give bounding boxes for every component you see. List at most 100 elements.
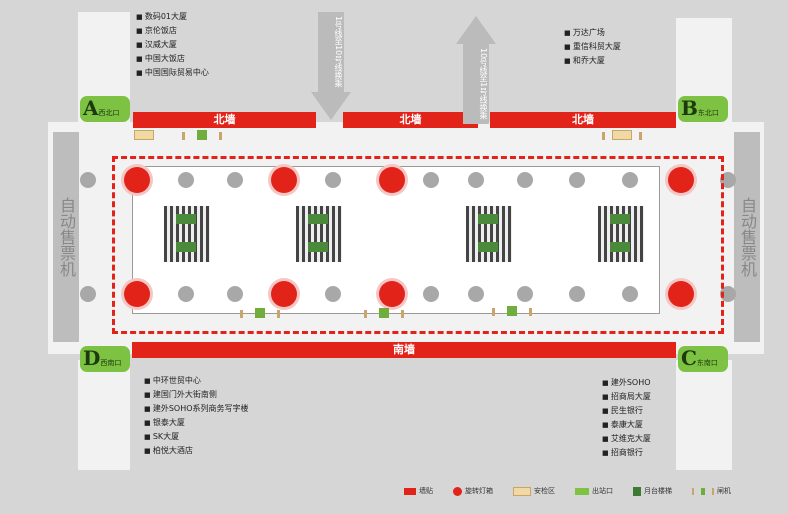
sw-column [78,360,130,470]
landmark: 民生银行 [602,404,651,418]
arrow-up-head-icon [456,16,496,44]
pillar [468,172,484,188]
landmark: 建外SOHO [602,376,651,390]
landmark: 建外SOHO系列商务写字楼 [144,402,249,416]
pillar [325,286,341,302]
exit-d[interactable]: D西南口 [80,346,130,372]
transfer-down-arrow: 1号线至10号线换乘 [318,12,344,92]
landmark: 建国门外大街南侧 [144,388,249,402]
exit-a-label: 西北口 [98,109,120,117]
rotating-lamp [379,167,405,193]
rotating-lamp [124,167,150,193]
platform-stair-icon [164,206,210,262]
landmark: SK大厦 [144,430,249,444]
pillar [227,172,243,188]
pillar [517,172,533,188]
legend-label: 月台楼梯 [644,487,672,495]
legend: 墙贴 旋转灯箱 安检区 出站口 月台楼梯 闸机 [404,486,731,496]
exit-b-letter: B [681,96,698,120]
sw-landmarks: 中环世贸中心建国门外大街南侧建外SOHO系列商务写字楼银泰大厦SK大厦柏悦大酒店 [144,374,249,458]
security-area-icon [134,130,154,140]
ticket-machine-right: 自动售票机 [734,132,760,342]
landmark: 数码01大厦 [136,10,209,24]
security-area-icon [612,130,632,140]
landmark: 汉威大厦 [136,38,209,52]
rotating-lamp [668,281,694,307]
lamp-swatch-icon [453,486,462,496]
legend-label: 出站口 [592,487,613,495]
legend-label: 旋转灯箱 [465,487,493,495]
highlight-dashed-box [112,156,724,334]
wall-swatch-icon [404,487,416,495]
landmark: 招商局大厦 [602,390,651,404]
landmark: 艾维克大厦 [602,432,651,446]
pillar [325,172,341,188]
platform-stair-icon [598,206,644,262]
north-wall-1: 北墙 [133,112,316,128]
ticket-machine-left: 自动售票机 [53,132,79,342]
exit-d-letter: D [83,346,101,370]
pillar [423,172,439,188]
platform-stair-icon [466,206,512,262]
pillar [517,286,533,302]
landmark: 招商银行 [602,446,651,460]
gate-icon [182,130,222,140]
rotating-lamp [271,281,297,307]
legend-label: 闸机 [717,487,731,495]
pillar [622,172,638,188]
landmark: 泰康大厦 [602,418,651,432]
rotating-lamp [379,281,405,307]
pillar [423,286,439,302]
landmark: 京伦饭店 [136,24,209,38]
se-column [676,360,732,470]
landmark: 中环世贸中心 [144,374,249,388]
nw-landmarks: 数码01大厦京伦饭店汉威大厦中国大饭店中国国际贸易中心 [136,10,209,80]
landmark: 中国大饭店 [136,52,209,66]
exit-a-letter: A [83,96,99,120]
exit-d-label: 西南口 [100,359,122,367]
ne-landmarks: 万达广场重信科贸大厦和乔大厦 [564,26,621,68]
arrow-down-head-icon [311,92,351,120]
gate-icon [364,308,404,318]
landmark: 重信科贸大厦 [564,40,621,54]
pillar [178,172,194,188]
north-wall-3: 北墙 [490,112,676,128]
pillar [569,286,585,302]
exit-c-letter: C [681,346,697,370]
landmark: 柏悦大酒店 [144,444,249,458]
exit-a[interactable]: A西北口 [80,96,130,122]
gate-swatch-icon [692,487,714,495]
exit-c[interactable]: C东南口 [678,346,728,372]
rotating-lamp [668,167,694,193]
landmark: 和乔大厦 [564,54,621,68]
gate-icon [492,306,532,316]
platform-stair-icon [296,206,342,262]
landmark: 中国国际贸易中心 [136,66,209,80]
gate-icon [240,308,280,318]
pillar [468,286,484,302]
pillar [720,172,736,188]
security-swatch-icon [513,486,531,496]
se-landmarks: 建外SOHO招商局大厦民生银行泰康大厦艾维克大厦招商银行 [602,376,651,460]
rotating-lamp [271,167,297,193]
transfer-up-arrow: 10号线至1号线换乘 [463,44,489,124]
south-wall: 南墙 [132,342,676,358]
pillar [80,172,96,188]
rotating-lamp [124,281,150,307]
legend-label: 墙贴 [419,487,433,495]
exit-b[interactable]: B东北口 [678,96,728,122]
exit-b-label: 东北口 [697,109,719,117]
pillar [80,286,96,302]
legend-label: 安检区 [534,487,555,495]
pillar [569,172,585,188]
pillar [720,286,736,302]
exit-swatch-icon [575,487,589,495]
pillar [622,286,638,302]
landmark: 万达广场 [564,26,621,40]
pillar [227,286,243,302]
stair-swatch-icon [633,486,641,496]
landmark: 银泰大厦 [144,416,249,430]
north-wall-2: 北墙 [343,112,478,128]
exit-c-label: 东南口 [696,359,718,367]
pillar [178,286,194,302]
